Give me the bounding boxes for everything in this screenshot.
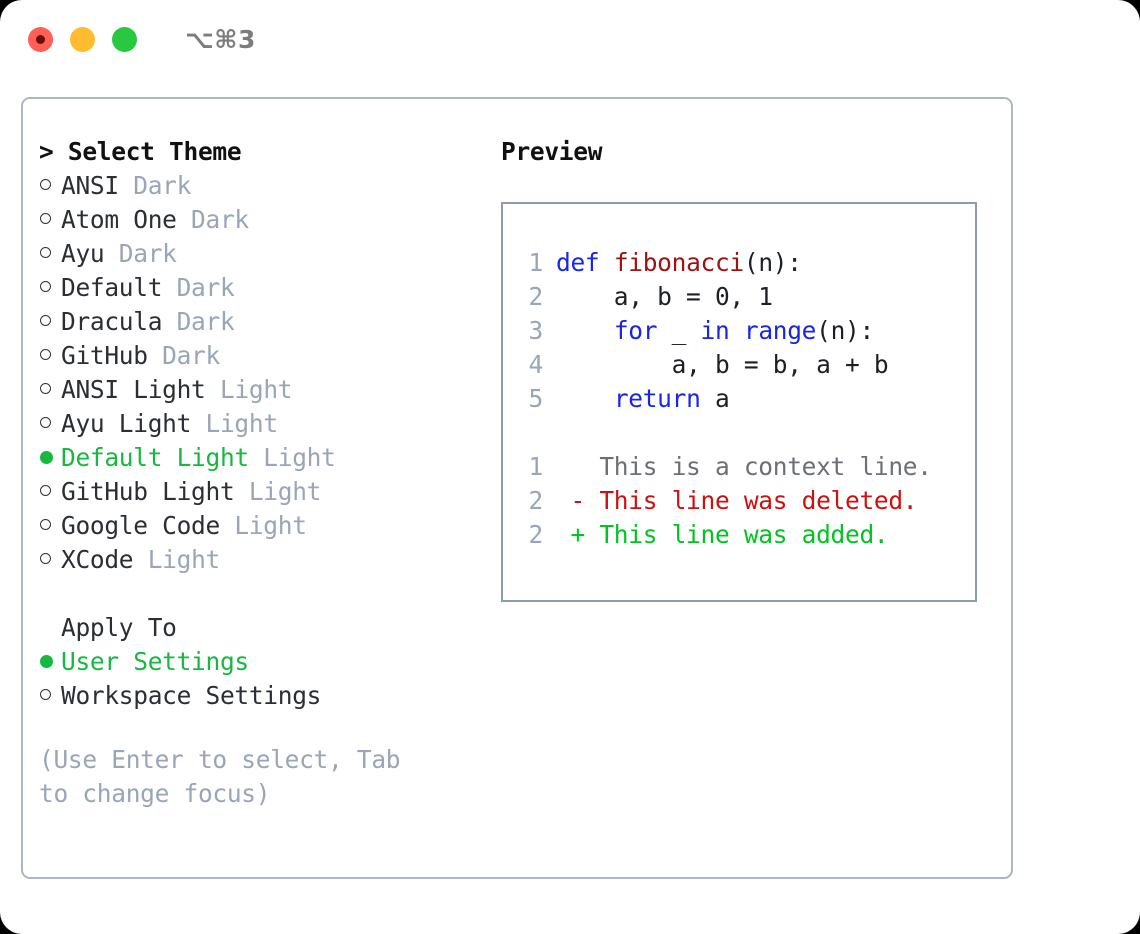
- code-token-kw: return: [613, 384, 701, 413]
- theme-option-label: XCode: [61, 545, 134, 574]
- code-line-number: 2: [528, 282, 544, 311]
- code-line: 5 return a: [517, 382, 975, 416]
- theme-option-kind: Dark: [162, 273, 235, 302]
- code-line-text: for _ in range(n):: [556, 314, 874, 348]
- apply-to-option-user-settings[interactable]: User Settings: [39, 645, 489, 679]
- theme-option-kind: Light: [191, 409, 279, 438]
- diff-line: 2 - This line was deleted.: [517, 484, 975, 518]
- theme-option-kind: Dark: [147, 341, 220, 370]
- theme-option-label: Ayu: [61, 239, 105, 268]
- apply-to-option-label: User Settings: [61, 647, 249, 676]
- diff-line-number: 2: [528, 520, 544, 549]
- code-token-kw: in range: [700, 316, 817, 345]
- code-token-plain: a, b = b, a + b: [556, 350, 889, 379]
- minimize-button[interactable]: [70, 26, 95, 52]
- code-token-kw: for: [613, 316, 658, 345]
- theme-option-label: Default: [61, 273, 163, 302]
- theme-option-kind: Light: [248, 443, 336, 472]
- code-token-plain: [556, 384, 614, 413]
- theme-option-label: GitHub: [61, 341, 148, 370]
- code-line-text: a, b = b, a + b: [556, 348, 889, 382]
- code-line-number: 5: [528, 384, 544, 413]
- code-line: 3 for _ in range(n):: [517, 314, 975, 348]
- theme-option-ansi-light[interactable]: ANSI Light Light: [39, 373, 489, 407]
- theme-option-ansi[interactable]: ANSI Dark: [39, 169, 489, 203]
- theme-option-kind: Dark: [118, 171, 192, 200]
- theme-option-label: Google Code: [61, 511, 220, 540]
- code-token-plain: _: [657, 316, 701, 345]
- theme-option-xcode[interactable]: XCode Light: [39, 543, 489, 577]
- section-spacer: [39, 577, 489, 611]
- code-line-text: return a: [556, 382, 730, 416]
- keyboard-hint: (Use Enter to select, Tab to change focu…: [39, 745, 401, 808]
- theme-option-kind: Dark: [176, 205, 249, 234]
- diff-line-text: - This line was deleted.: [556, 486, 918, 515]
- theme-option-ayu-light[interactable]: Ayu Light Light: [39, 407, 489, 441]
- apply-to-option-label: Workspace Settings: [61, 681, 322, 710]
- diff-line-number: 2: [528, 486, 544, 515]
- theme-option-google-code[interactable]: Google Code Light: [39, 509, 489, 543]
- theme-option-default[interactable]: Default Dark: [39, 271, 489, 305]
- close-button[interactable]: [28, 26, 53, 52]
- code-token-kw: def: [556, 248, 614, 277]
- window-title: ⌥⌘3: [185, 24, 256, 54]
- theme-option-kind: Light: [234, 477, 322, 506]
- theme-option-label: ANSI Light: [61, 375, 206, 404]
- theme-option-label: GitHub Light: [61, 477, 235, 506]
- diff-line-text: + This line was added.: [556, 520, 889, 549]
- theme-option-label: Atom One: [61, 205, 177, 234]
- code-line-text: def fibonacci(n):: [556, 246, 802, 280]
- diff-line: 2 + This line was added.: [517, 518, 975, 552]
- theme-option-default-light[interactable]: Default Light Light: [39, 441, 489, 475]
- traffic-lights: [28, 26, 137, 52]
- code-line-number: 3: [528, 316, 544, 345]
- theme-option-kind: Light: [133, 545, 221, 574]
- code-line: 4 a, b = b, a + b: [517, 348, 975, 382]
- diff-line: 1 This is a context line.: [517, 450, 975, 484]
- diff-sample: 1 This is a context line.2 - This line w…: [517, 450, 975, 552]
- apply-to-header: Apply To: [61, 613, 177, 642]
- theme-option-label: Default Light: [61, 443, 249, 472]
- code-line-number: 4: [528, 350, 544, 379]
- theme-option-kind: Light: [205, 375, 293, 404]
- theme-option-label: ANSI: [61, 171, 119, 200]
- theme-option-ayu[interactable]: Ayu Dark: [39, 237, 489, 271]
- code-token-fn: fibonacci: [613, 248, 744, 277]
- theme-option-atom-one[interactable]: Atom One Dark: [39, 203, 489, 237]
- theme-option-label: Ayu Light: [61, 409, 192, 438]
- theme-option-dracula[interactable]: Dracula Dark: [39, 305, 489, 339]
- code-token-plain: (n):: [743, 248, 802, 277]
- code-token-plain: a, b = 0, 1: [556, 282, 773, 311]
- maximize-button[interactable]: [112, 26, 137, 52]
- code-diff-spacer: [517, 416, 975, 450]
- theme-option-label: Dracula: [61, 307, 163, 336]
- theme-option-kind: Light: [219, 511, 307, 540]
- theme-option-kind: Dark: [162, 307, 235, 336]
- code-token-plain: a: [700, 384, 730, 413]
- code-line: 2 a, b = 0, 1: [517, 280, 975, 314]
- select-theme-header: > Select Theme: [39, 137, 242, 166]
- theme-option-github-light[interactable]: GitHub Light Light: [39, 475, 489, 509]
- apply-to-option-workspace-settings[interactable]: Workspace Settings: [39, 679, 489, 713]
- code-token-plain: [556, 316, 614, 345]
- code-line-number: 1: [528, 248, 544, 277]
- code-line: 1 def fibonacci(n):: [517, 246, 975, 280]
- theme-option-kind: Dark: [104, 239, 177, 268]
- window-titlebar: ⌥⌘3: [0, 0, 1140, 78]
- theme-option-github[interactable]: GitHub Dark: [39, 339, 489, 373]
- code-token-plain: (n):: [816, 316, 874, 345]
- preview-header: Preview: [501, 137, 603, 166]
- diff-line-number: 1: [528, 452, 544, 481]
- code-line-text: a, b = 0, 1: [556, 280, 773, 314]
- diff-line-text: This is a context line.: [556, 452, 932, 481]
